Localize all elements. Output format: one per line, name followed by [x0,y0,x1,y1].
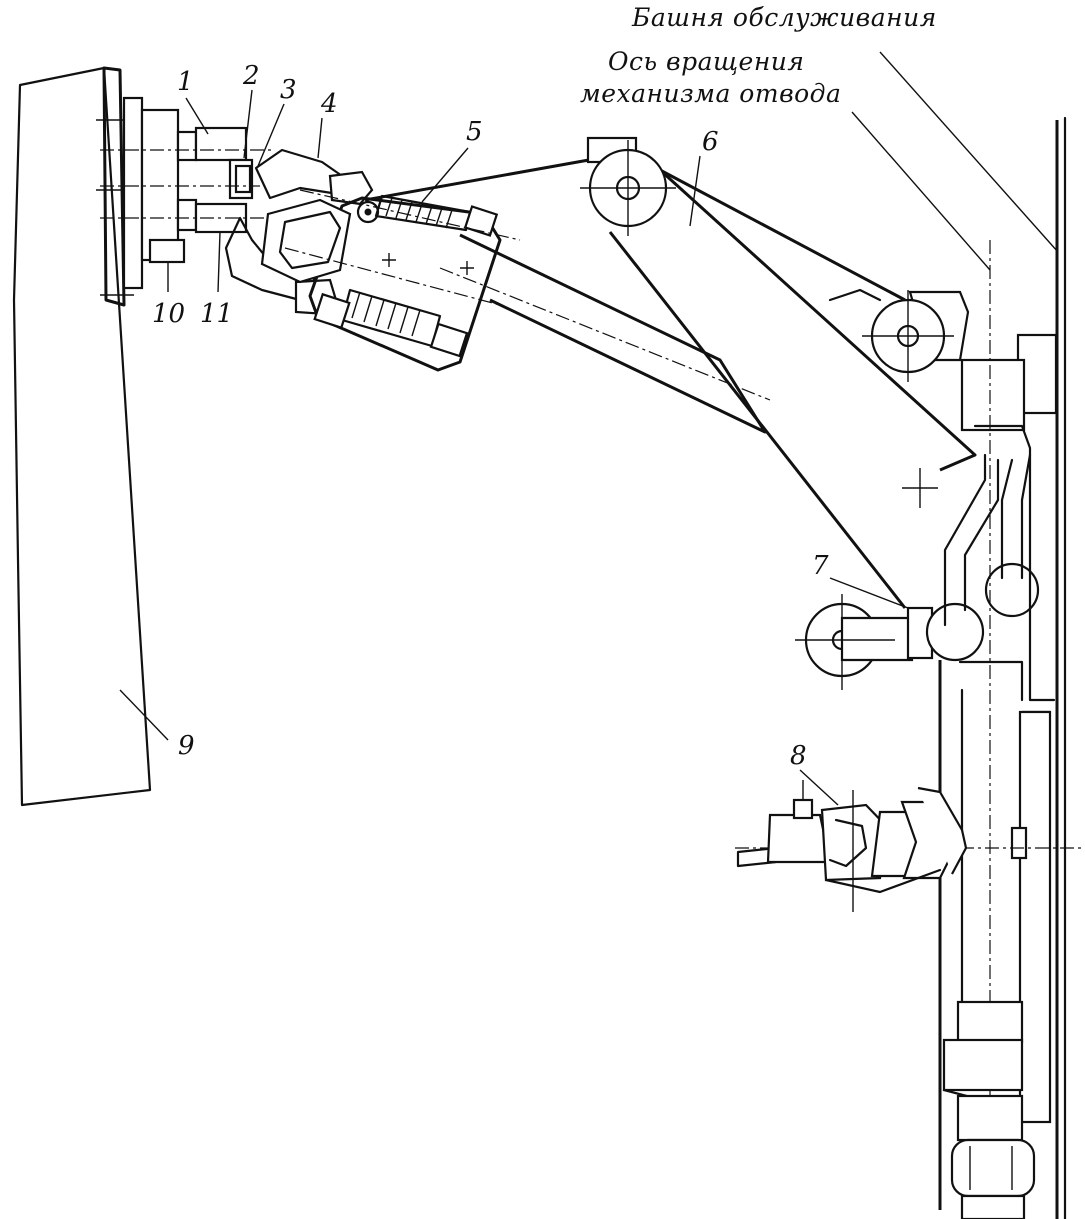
leader-lines [119,51,1059,806]
rocket-body [12,66,152,807]
part-number-6: 6 [702,127,719,157]
connector-plate [100,96,275,290]
part-number-4: 4 [320,89,338,119]
pivot-slider [795,453,1040,690]
tower-caption: Башня обслуживания [631,3,937,32]
lever-arm [364,136,977,609]
axis-caption-line1: Ось вращения [608,47,804,76]
lower-clamp [735,780,1085,912]
tower-mast [938,116,1067,1219]
axis-caption-line2: механизма отвода [580,79,841,108]
part-number-3: 3 [280,75,297,105]
part-number-11: 11 [200,299,233,329]
part-number-9: 9 [178,731,195,761]
part-number-8: 8 [790,741,807,771]
part-numbers: 1 2 3 4 5 6 7 8 9 10 11 [152,61,829,771]
part-number-2: 2 [242,61,260,91]
part-number-7: 7 [812,551,829,581]
actuator-housing [260,189,521,372]
captions: Башня обслуживания Ось вращения механизм… [580,3,937,108]
part-number-1: 1 [177,67,194,97]
part-number-5: 5 [466,117,483,147]
part-number-10: 10 [152,299,185,329]
